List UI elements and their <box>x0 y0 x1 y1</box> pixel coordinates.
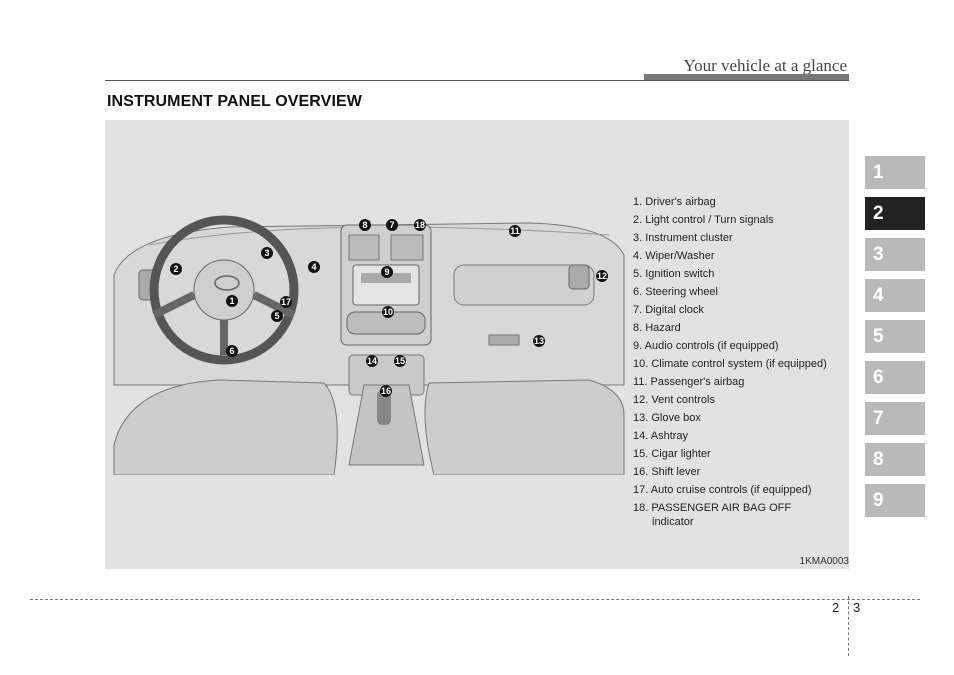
chapter-tab-3[interactable]: 3 <box>865 238 925 271</box>
legend-item: 5. Ignition switch <box>633 268 715 280</box>
callout-3: 3 <box>261 247 273 259</box>
legend-item: 15. Cigar lighter <box>633 448 711 460</box>
chapter-tab-9[interactable]: 9 <box>865 484 925 517</box>
chapter-tab-5[interactable]: 5 <box>865 320 925 353</box>
legend-item: 9. Audio controls (if equipped) <box>633 340 779 352</box>
callout-7: 7 <box>386 219 398 231</box>
instrument-panel-illustration: 1 2 3 4 5 6 7 8 9 10 11 12 13 14 15 16 1… <box>113 215 625 475</box>
chapter-tab-4[interactable]: 4 <box>865 279 925 312</box>
callout-15: 15 <box>394 355 406 367</box>
callout-14: 14 <box>366 355 378 367</box>
callout-8: 8 <box>359 219 371 231</box>
callout-4: 4 <box>308 261 320 273</box>
svg-text:1: 1 <box>229 296 234 306</box>
figure-panel: 1 2 3 4 5 6 7 8 9 10 11 12 13 14 15 16 1… <box>105 120 849 569</box>
svg-text:12: 12 <box>597 271 607 281</box>
svg-text:11: 11 <box>510 226 520 236</box>
chapter-tabs: 1 2 3 4 5 6 7 8 9 <box>865 156 925 525</box>
chapter-tab-6[interactable]: 6 <box>865 361 925 394</box>
svg-text:18: 18 <box>415 220 425 230</box>
callout-13: 13 <box>533 335 545 347</box>
callout-18: 18 <box>414 219 426 231</box>
chapter-tab-2[interactable]: 2 <box>865 197 925 230</box>
legend-item: 1. Driver's airbag <box>633 196 716 208</box>
legend-item-18-line2: indicator <box>652 516 694 528</box>
legend-list: 1. Driver's airbag 2. Light control / Tu… <box>633 193 827 529</box>
callout-1: 1 <box>226 295 238 307</box>
svg-text:5: 5 <box>274 311 279 321</box>
callout-12: 12 <box>596 270 608 282</box>
legend-item: 16. Shift lever <box>633 466 701 478</box>
chapter-tab-8[interactable]: 8 <box>865 443 925 476</box>
svg-text:6: 6 <box>229 346 234 356</box>
svg-text:14: 14 <box>367 356 377 366</box>
svg-text:3: 3 <box>264 248 269 258</box>
legend-item: 10. Climate control system (if equipped) <box>633 358 827 370</box>
legend-item: 11. Passenger's airbag <box>633 376 745 388</box>
callout-16: 16 <box>380 385 392 397</box>
callout-11: 11 <box>509 225 521 237</box>
callout-17: 17 <box>280 296 292 308</box>
svg-text:15: 15 <box>395 356 405 366</box>
svg-text:4: 4 <box>311 262 316 272</box>
svg-text:17: 17 <box>281 297 291 307</box>
footer-rule <box>30 599 920 600</box>
svg-text:2: 2 <box>173 264 178 274</box>
header-accent-bar <box>644 74 849 80</box>
svg-text:10: 10 <box>383 307 393 317</box>
header-rule <box>105 80 849 81</box>
section-title: INSTRUMENT PANEL OVERVIEW <box>107 93 362 110</box>
callout-9: 9 <box>381 266 393 278</box>
legend-item: 13. Glove box <box>633 412 701 424</box>
legend-item: 17. Auto cruise controls (if equipped) <box>633 484 812 496</box>
chapter-tab-1[interactable]: 1 <box>865 156 925 189</box>
figure-code: 1KMA0003 <box>799 556 849 567</box>
legend-item-18: 18. PASSENGER AIR BAG OFF indicator <box>633 499 813 529</box>
callout-5: 5 <box>271 310 283 322</box>
svg-text:13: 13 <box>534 336 544 346</box>
footer-divider <box>848 596 849 656</box>
header-title: Your vehicle at a glance <box>683 56 848 75</box>
svg-text:9: 9 <box>384 267 389 277</box>
svg-text:16: 16 <box>381 386 391 396</box>
legend-item: 8. Hazard <box>633 322 681 334</box>
callout-6: 6 <box>226 345 238 357</box>
legend-item: 7. Digital clock <box>633 304 704 316</box>
chapter-tab-7[interactable]: 7 <box>865 402 925 435</box>
callout-2: 2 <box>170 263 182 275</box>
legend-item: 14. Ashtray <box>633 430 689 442</box>
page-chapter-number: 2 <box>832 600 840 615</box>
legend-item: 3. Instrument cluster <box>633 232 733 244</box>
legend-item: 6. Steering wheel <box>633 286 718 298</box>
legend-item: 12. Vent controls <box>633 394 715 406</box>
callout-10: 10 <box>382 306 394 318</box>
legend-item: 4. Wiper/Washer <box>633 250 715 262</box>
svg-text:8: 8 <box>362 220 367 230</box>
legend-item: 2. Light control / Turn signals <box>633 214 774 226</box>
svg-text:7: 7 <box>389 220 394 230</box>
page-number: 3 <box>853 600 861 615</box>
legend-item-18-line1: 18. PASSENGER AIR BAG OFF <box>633 502 792 514</box>
